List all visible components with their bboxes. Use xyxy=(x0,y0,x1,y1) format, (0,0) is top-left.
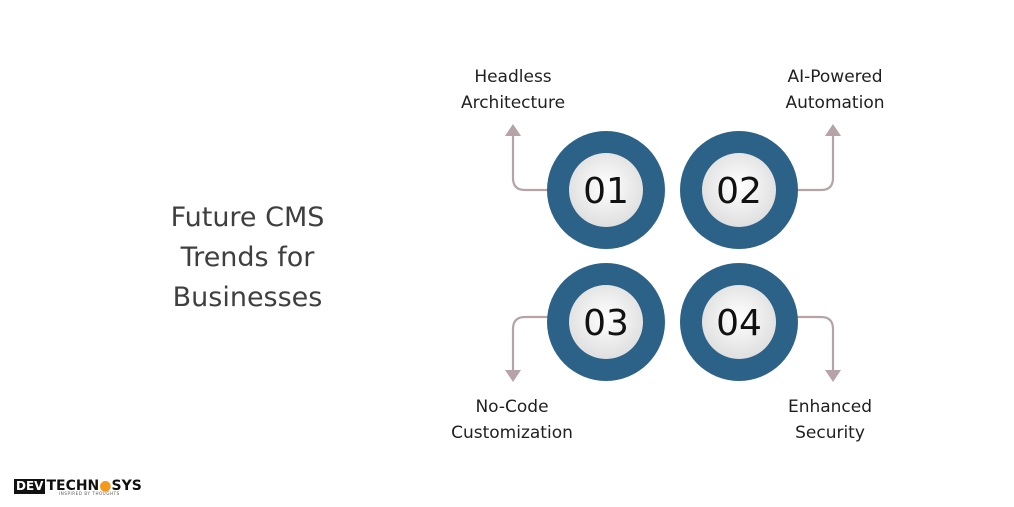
item-number-02: 02 xyxy=(716,171,762,212)
arrow-up-icon xyxy=(505,124,521,136)
title-line-1: Future CMS xyxy=(170,202,325,233)
logo-dot-icon: ● xyxy=(99,478,112,494)
item-label-03-line-2: Customization xyxy=(451,423,573,443)
arrow-down-icon xyxy=(505,370,521,382)
arrow-up-icon xyxy=(825,124,841,136)
arrowheads xyxy=(505,124,841,382)
item-label-04: Enhanced Security xyxy=(755,394,905,446)
item-circle-03: 03 xyxy=(547,263,665,381)
logo-tagline: INSPIRED BY THOUGHTS xyxy=(59,491,120,496)
item-number-04: 04 xyxy=(716,303,762,344)
connector-02 xyxy=(796,133,835,192)
item-label-04-line-2: Security xyxy=(795,423,865,443)
diagram-title: Future CMS Trends for Businesses xyxy=(140,198,355,318)
connector-03 xyxy=(511,315,551,371)
connector-04 xyxy=(796,315,835,371)
item-label-03: No-Code Customization xyxy=(432,394,592,446)
item-label-02-line-1: AI-Powered xyxy=(787,67,883,87)
arrow-down-icon xyxy=(825,370,841,382)
item-circle-04: 04 xyxy=(680,263,798,381)
connectors xyxy=(511,133,835,371)
item-label-01-line-2: Architecture xyxy=(460,93,566,113)
item-number-01: 01 xyxy=(583,171,629,212)
logo-word-2: SYS xyxy=(111,478,142,494)
item-circle-01: 01 xyxy=(547,131,665,249)
logo-box: DEV xyxy=(14,479,46,494)
item-circle-02: 02 xyxy=(680,131,798,249)
item-label-04-line-1: Enhanced xyxy=(787,397,873,417)
item-label-01-line-1: Headless xyxy=(474,67,552,87)
item-label-03-line-1: No-Code xyxy=(475,397,549,417)
item-label-02: AI-Powered Automation xyxy=(755,64,915,116)
logo-word: TECHN xyxy=(46,478,100,494)
title-line-3: Businesses xyxy=(172,282,323,313)
title-line-2: Trends for xyxy=(180,242,315,273)
item-label-02-line-2: Automation xyxy=(785,93,885,113)
connector-01 xyxy=(511,133,551,192)
item-label-01: Headless Architecture xyxy=(438,64,588,116)
item-number-03: 03 xyxy=(583,303,629,344)
